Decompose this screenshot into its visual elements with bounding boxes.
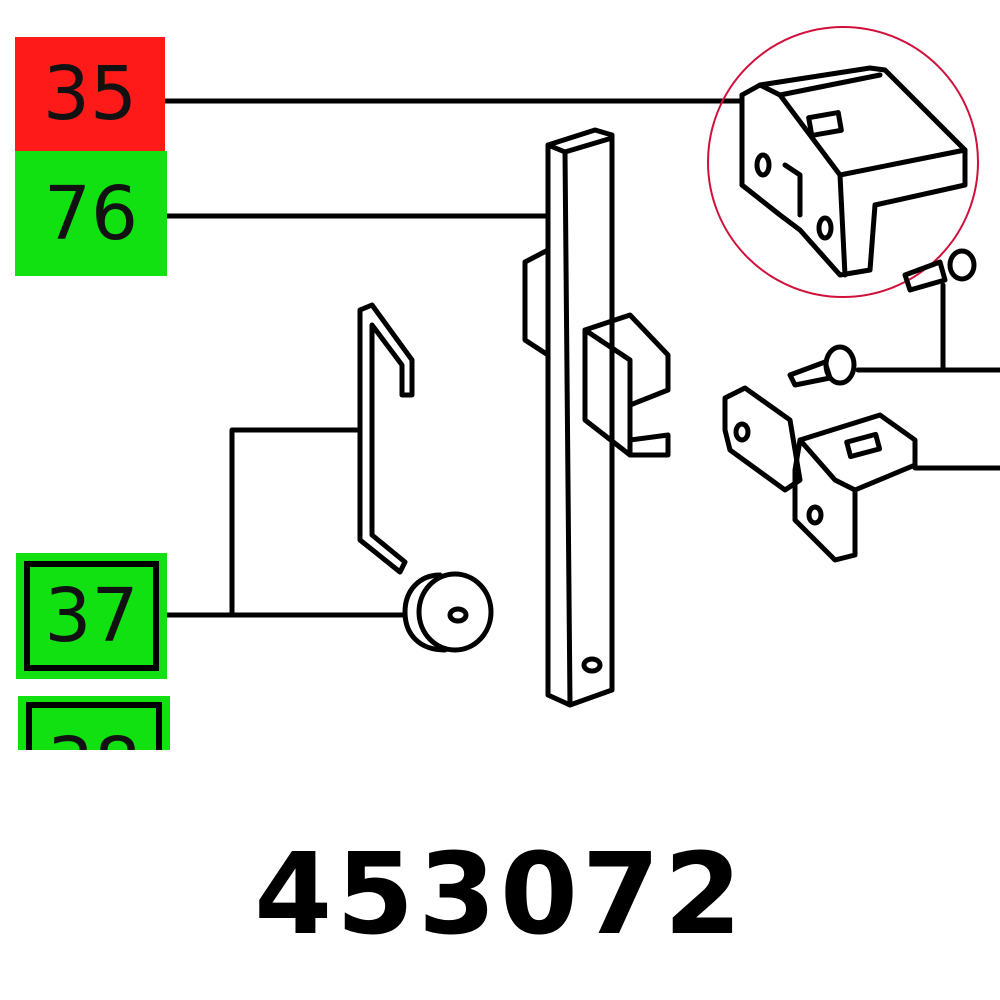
callout-label-38[interactable]: 38 bbox=[18, 696, 170, 750]
callout-number: 35 bbox=[42, 51, 138, 137]
leader-lines bbox=[162, 98, 1000, 618]
callout-label-76[interactable]: 76 bbox=[15, 151, 167, 276]
leader-line-37-hook bbox=[162, 427, 361, 618]
callout-frame: 38 bbox=[26, 702, 162, 750]
washer-part bbox=[402, 571, 494, 653]
slide-bar-part bbox=[522, 127, 671, 708]
spring-hook-part bbox=[357, 302, 415, 575]
callout-label-35[interactable]: 35 bbox=[15, 37, 165, 151]
hinge-part bbox=[722, 385, 918, 563]
callout-label-37[interactable]: 37 bbox=[16, 553, 167, 679]
callout-number: 37 bbox=[44, 573, 139, 659]
part-number: 453072 bbox=[254, 830, 746, 960]
screw-parts bbox=[787, 248, 977, 388]
highlight-circle bbox=[707, 26, 979, 298]
callout-number: 38 bbox=[47, 728, 141, 750]
callout-frame: 37 bbox=[24, 561, 159, 671]
bracket-part bbox=[739, 65, 968, 278]
callout-number: 76 bbox=[43, 170, 139, 257]
